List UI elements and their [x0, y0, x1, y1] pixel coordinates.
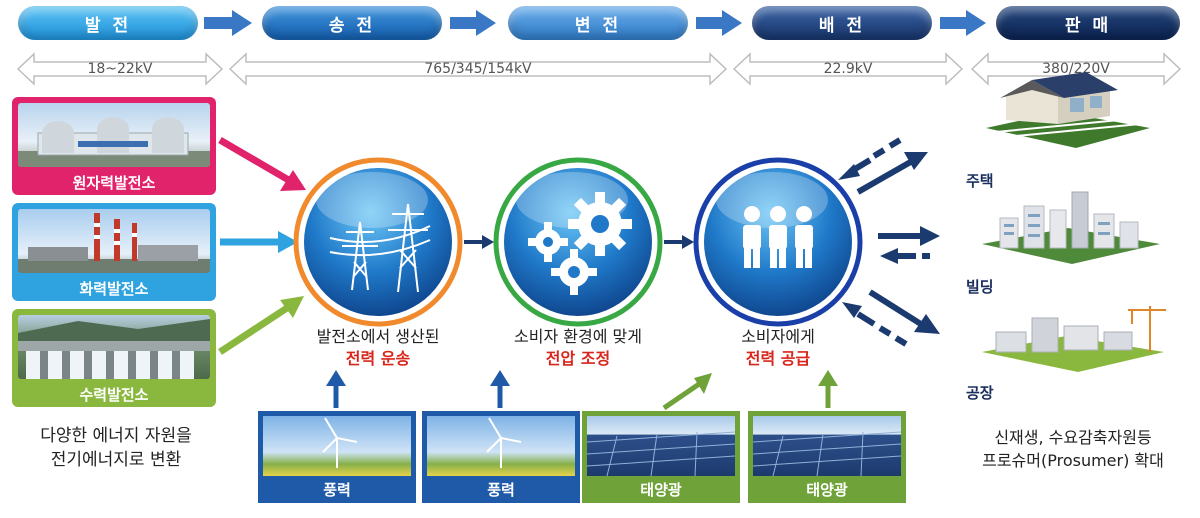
- thermal-photo: [18, 209, 210, 273]
- hydro-dam-icon: [18, 319, 210, 379]
- consumer-building-label: 빌딩: [966, 278, 994, 296]
- stage-arrow-1: [204, 10, 252, 36]
- caption-substation-line-2: 전압 조정: [545, 349, 611, 368]
- caption-transmission: 발전소에서 생산된 전력 운송: [288, 326, 468, 370]
- stage-arrow-4: [940, 10, 986, 36]
- hydro-photo: [18, 315, 210, 379]
- caption-distribution: 소비자에게 전력 공급: [688, 326, 868, 370]
- plant-hydro: 수력발전소: [12, 309, 216, 407]
- factory-icon: [982, 306, 1166, 372]
- people-icon: [743, 206, 813, 268]
- consumer-factory-label: 공장: [966, 384, 994, 402]
- stage-arrows: [16, 10, 1182, 86]
- caption-distribution-line-2: 전력 공급: [745, 349, 811, 368]
- caption-transmission-line-1: 발전소에서 생산된: [316, 327, 440, 346]
- caption-distribution-line-1: 소비자에게: [741, 327, 815, 346]
- wind-turbine-icon: [322, 417, 358, 468]
- left-caption-line-2: 전기에너지로 변환: [50, 450, 182, 470]
- right-caption-line-2: 프로슈머(Prosumer) 확대: [982, 451, 1164, 470]
- stage-sales: 판 매: [996, 6, 1180, 40]
- house-icon: [986, 72, 1150, 148]
- plant-hydro-label: 수력발전소: [79, 385, 149, 404]
- circle-substation: [493, 157, 663, 327]
- right-caption-line-1: 신재생, 수요감축자원등: [994, 428, 1152, 447]
- nuclear-photo: [18, 103, 210, 167]
- stage-distribution: 배 전: [752, 6, 932, 40]
- stage-substation: 변 전: [508, 6, 688, 40]
- volt-arrow-4: [970, 52, 1182, 86]
- solar-panel-icon: [753, 431, 901, 476]
- wind-photo-1: [263, 416, 411, 476]
- plant-thermal: 화력발전소: [12, 203, 216, 301]
- wind-photo-2: [427, 416, 575, 476]
- tile-solar-1-label: 태양광: [640, 480, 682, 499]
- nuclear-plant-icon: [18, 117, 210, 167]
- stage-arrow-3: [696, 10, 742, 36]
- tile-wind-1: 풍력: [258, 411, 416, 503]
- stage-generation: 발 전: [18, 6, 198, 40]
- voltage-generation: 18~22kV: [87, 61, 153, 77]
- tile-solar-1: 태양광: [582, 411, 740, 503]
- tile-wind-2-label: 풍력: [487, 480, 515, 499]
- tile-solar-2-label: 태양광: [806, 480, 848, 499]
- caption-transmission-line-2: 전력 운송: [345, 349, 411, 368]
- plant-thermal-label: 화력발전소: [79, 279, 149, 298]
- thermal-plant-icon: [18, 213, 210, 273]
- wind-turbine-icon: [486, 417, 522, 468]
- tile-wind-1-label: 풍력: [323, 480, 351, 499]
- voltage-distribution: 22.9kV: [823, 61, 873, 77]
- volt-arrow-1: [16, 52, 224, 86]
- tile-wind-2: 풍력: [422, 411, 580, 503]
- building-icon: [982, 191, 1160, 264]
- plant-nuclear: 원자력발전소: [12, 97, 216, 195]
- arrow-hydro: [218, 303, 292, 355]
- stage-transmission: 송 전: [262, 6, 442, 40]
- left-caption: 다양한 에너지 자원을 전기에너지로 변환: [0, 424, 232, 472]
- caption-substation-line-1: 소비자 환경에 맞게: [514, 327, 642, 346]
- arrow-nuclear: [218, 136, 294, 186]
- voltage-transmission: 765/345/154kV: [424, 61, 532, 77]
- circle-transmission: [293, 157, 463, 327]
- solar-panel-icon: [587, 431, 735, 476]
- right-caption: 신재생, 수요감축자원등 프로슈머(Prosumer) 확대: [946, 426, 1200, 472]
- transmission-tower-icon: [329, 203, 431, 293]
- gears-icon: [528, 192, 632, 295]
- solar-photo-2: [753, 416, 901, 476]
- circle-distribution: [693, 157, 863, 327]
- voltage-sales: 380/220V: [1042, 61, 1110, 77]
- left-caption-line-1: 다양한 에너지 자원을: [40, 426, 192, 446]
- solar-photo-1: [587, 416, 735, 476]
- stage-arrow-2: [450, 10, 496, 36]
- arrows-to-building: [878, 226, 940, 264]
- volt-arrow-3: [732, 52, 964, 86]
- consumer-house-label: 주택: [966, 172, 994, 190]
- plant-nuclear-label: 원자력발전소: [72, 173, 156, 192]
- arrow-solar-1: [662, 379, 704, 411]
- arrows-to-factory: [842, 289, 940, 347]
- tile-solar-2: 태양광: [748, 411, 906, 503]
- volt-arrow-2: [228, 52, 728, 86]
- caption-substation: 소비자 환경에 맞게 전압 조정: [488, 326, 668, 370]
- arrows-to-house: [838, 137, 928, 195]
